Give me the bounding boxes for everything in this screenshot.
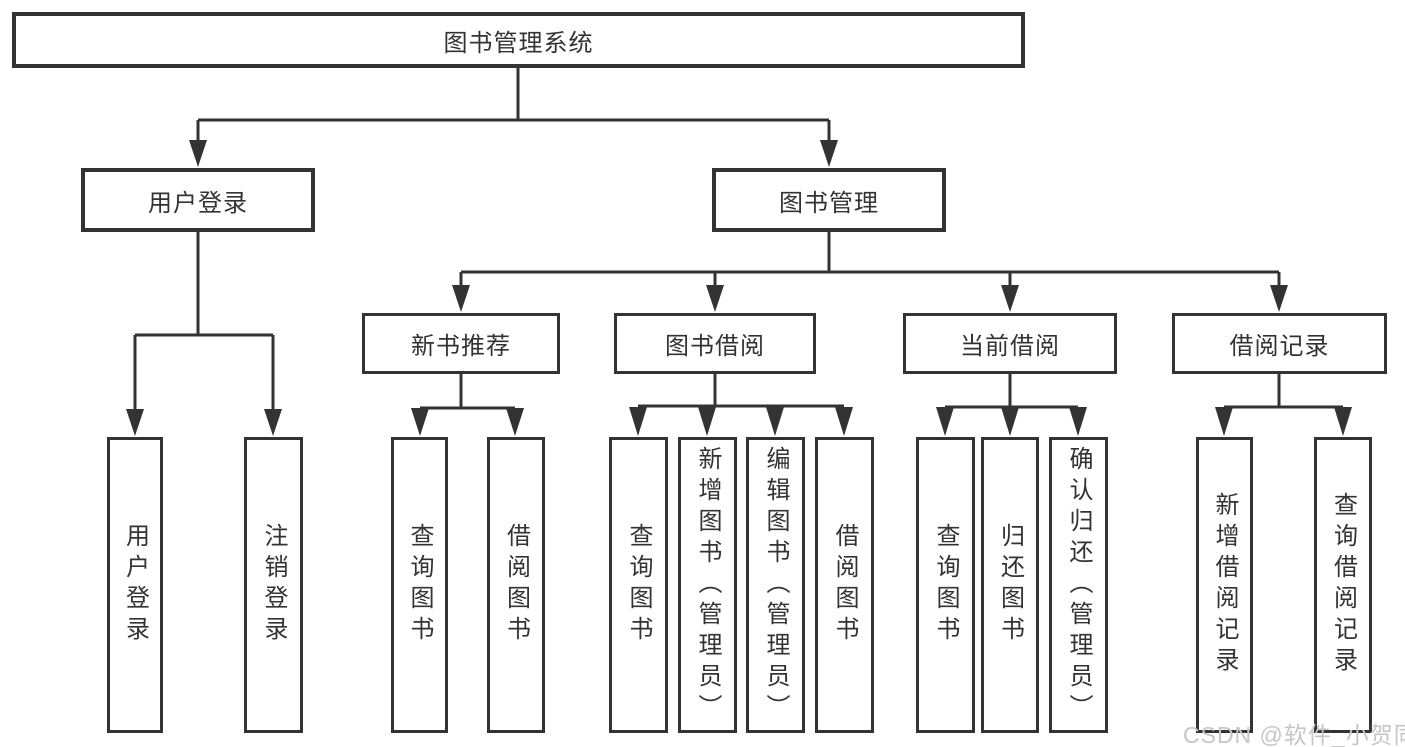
- node-current-borrow: 当前借阅: [903, 313, 1117, 374]
- node-book-borrow: 图书借阅: [614, 313, 816, 374]
- leaf-query-borrow-record: 查询借阅记录: [1314, 437, 1372, 733]
- leaf-user-login: 用户登录: [107, 437, 163, 733]
- node-library-management-system: 图书管理系统: [12, 12, 1025, 68]
- leaf-return-books: 归还图书: [981, 437, 1039, 733]
- leaf-query-books-borrow: 查询图书: [609, 437, 668, 733]
- node-new-book-recommend: 新书推荐: [362, 313, 560, 374]
- leaf-query-books-current: 查询图书: [916, 437, 975, 733]
- watermark: CSDN @软件_小贺同学: [1183, 722, 1405, 747]
- leaf-add-book-admin: 新增图书（管理员）: [678, 437, 737, 733]
- leaf-borrow-books-recommend: 借阅图书: [487, 437, 545, 733]
- leaf-confirm-return-admin: 确认归还（管理员）: [1049, 437, 1108, 733]
- node-book-management: 图书管理: [712, 168, 946, 232]
- node-user-login: 用户登录: [81, 168, 315, 232]
- leaf-edit-book-admin: 编辑图书（管理员）: [746, 437, 805, 733]
- leaf-logout: 注销登录: [244, 437, 303, 733]
- node-borrow-records: 借阅记录: [1172, 313, 1387, 374]
- leaf-query-books-recommend: 查询图书: [391, 437, 448, 733]
- leaf-add-borrow-record: 新增借阅记录: [1196, 437, 1253, 733]
- leaf-borrow-books: 借阅图书: [815, 437, 874, 733]
